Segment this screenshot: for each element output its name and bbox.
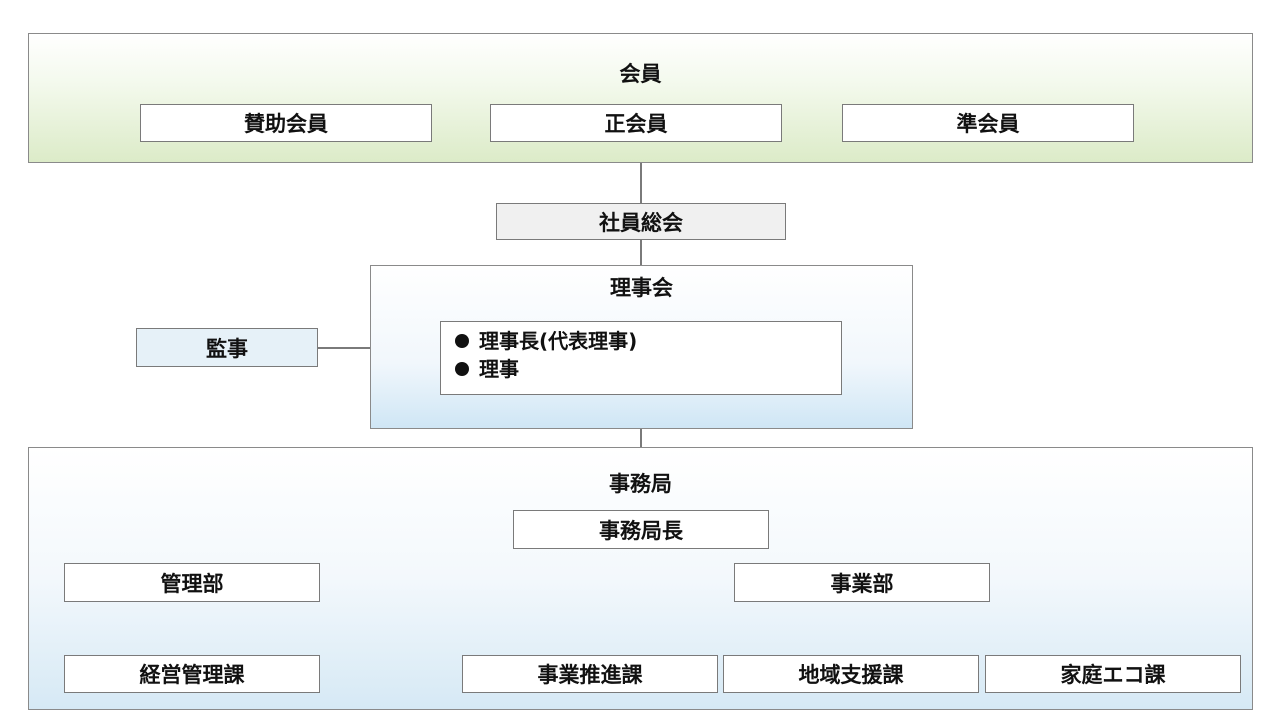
connector-meeting-to-board <box>640 239 642 266</box>
board-members-list: 理事長(代表理事) 理事 <box>440 321 842 395</box>
office-title: 事務局 <box>609 472 672 496</box>
chair-label: 理事長(代表理事) <box>479 329 638 353</box>
connector-members-to-meeting <box>640 163 642 203</box>
list-item: 理事 <box>455 355 841 383</box>
director-label: 理事 <box>479 357 519 381</box>
list-item: 理事長(代表理事) <box>455 327 841 355</box>
supporting-member-box: 賛助会員 <box>140 104 432 142</box>
auditor-box: 監事 <box>136 328 318 367</box>
board-title: 理事会 <box>610 276 673 300</box>
bullet-icon <box>455 334 469 348</box>
regular-member-box: 正会員 <box>490 104 782 142</box>
management-section-box: 経営管理課 <box>64 655 320 693</box>
connector-auditor-to-board <box>318 347 370 349</box>
members-title: 会員 <box>619 62 662 86</box>
bullet-icon <box>455 362 469 376</box>
associate-member-box: 準会員 <box>842 104 1134 142</box>
business-dept-box: 事業部 <box>734 563 990 602</box>
general-meeting-box: 社員総会 <box>496 203 786 240</box>
office-head-box: 事務局長 <box>513 510 769 549</box>
admin-dept-box: 管理部 <box>64 563 320 602</box>
home-eco-section-box: 家庭エコ課 <box>985 655 1241 693</box>
promotion-section-box: 事業推進課 <box>462 655 718 693</box>
members-panel: 会員 <box>28 33 1253 163</box>
connector-board-to-office <box>640 429 642 447</box>
regional-support-section-box: 地域支援課 <box>723 655 979 693</box>
